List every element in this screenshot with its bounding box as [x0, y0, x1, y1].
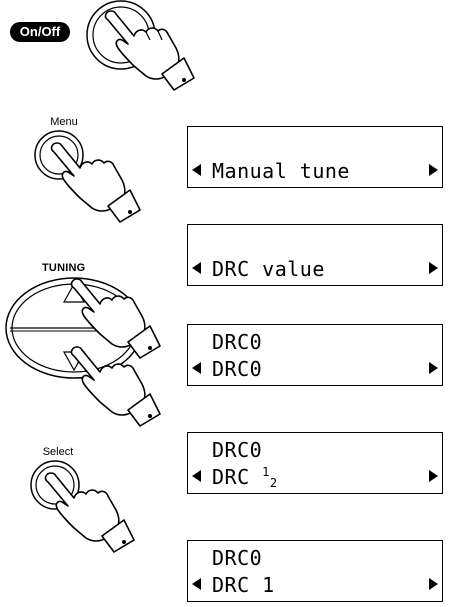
- lcd-line-bottom: DRC 1: [212, 573, 275, 597]
- lcd-line-top: DRC0: [212, 330, 263, 354]
- lcd-display-4: DRC0 DRC 12: [187, 432, 443, 494]
- lcd-display-2: DRC value: [187, 224, 443, 286]
- lcd-line-bottom: Manual tune: [212, 159, 350, 183]
- pointing-hand-icon: [70, 346, 161, 427]
- left-arrow-icon: [192, 362, 201, 374]
- lcd-bottom-prefix: DRC: [212, 465, 263, 489]
- left-arrow-icon: [192, 262, 201, 274]
- left-arrow-icon: [192, 164, 201, 176]
- lcd-line-top: DRC0: [212, 438, 263, 462]
- select-button-label: Select: [42, 446, 74, 458]
- fraction-denominator: 2: [269, 476, 278, 490]
- tuning-button-label: TUNING: [42, 262, 86, 274]
- right-arrow-icon: [429, 164, 438, 176]
- fraction-numerator: 1: [262, 465, 270, 479]
- lcd-display-3: DRC0 DRC0: [187, 324, 443, 386]
- left-arrow-icon: [192, 578, 201, 590]
- right-arrow-icon: [429, 578, 438, 590]
- right-arrow-icon: [429, 470, 438, 482]
- menu-button-label: Menu: [50, 116, 78, 128]
- lcd-display-5: DRC0 DRC 1: [187, 540, 443, 602]
- lcd-line-bottom: DRC value: [212, 257, 325, 281]
- pointing-hand-icon: [104, 10, 195, 91]
- pointing-hand-icon: [50, 142, 141, 223]
- left-arrow-icon: [192, 470, 201, 482]
- pointing-hand-icon: [70, 278, 161, 359]
- lcd-line-bottom: DRC0: [212, 357, 263, 381]
- onoff-button-label: On/Off: [10, 22, 70, 42]
- right-arrow-icon: [429, 262, 438, 274]
- right-arrow-icon: [429, 362, 438, 374]
- lcd-display-1: Manual tune: [187, 126, 443, 188]
- pointing-hand-icon: [44, 472, 135, 553]
- lcd-line-bottom: DRC 12: [212, 465, 278, 491]
- lcd-line-top: DRC0: [212, 546, 263, 570]
